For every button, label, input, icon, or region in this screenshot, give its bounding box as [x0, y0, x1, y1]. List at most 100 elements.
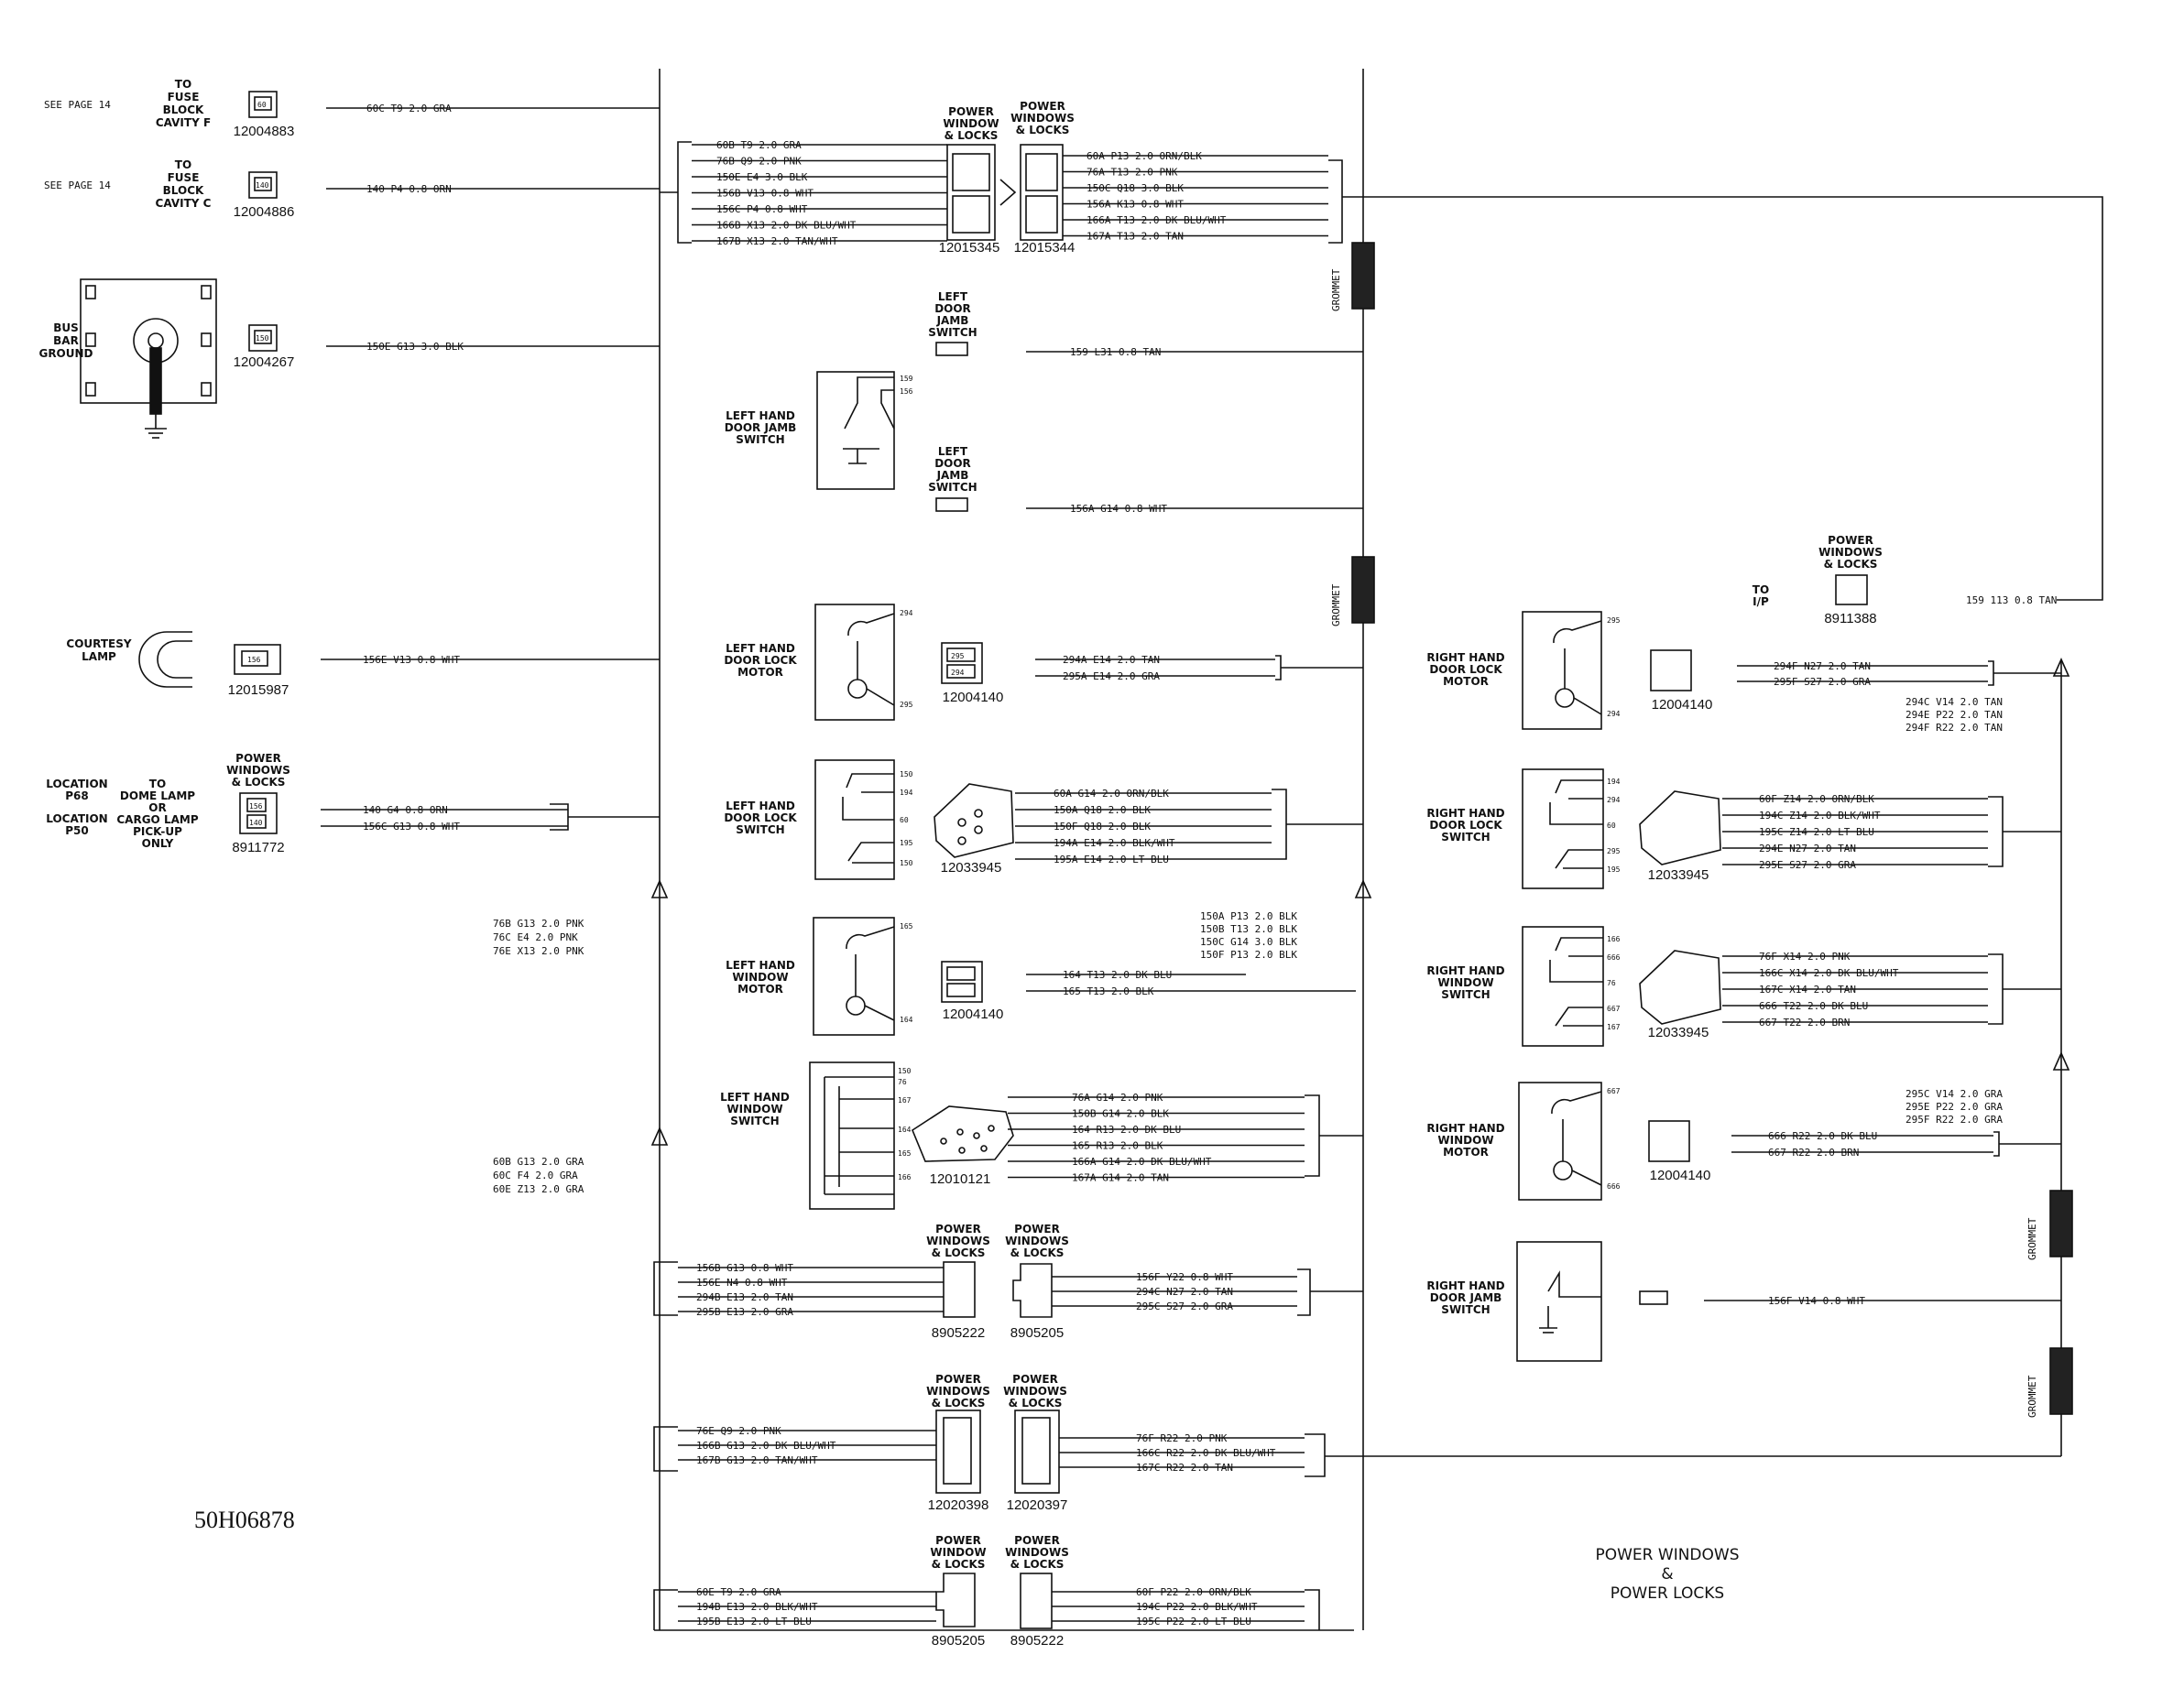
- ip-connector: TO I/P POWER WINDOWS & LOCKS 8911388 159…: [1753, 534, 2058, 626]
- comp-label: SWITCH: [736, 433, 784, 446]
- conn-label: WINDOW: [943, 117, 999, 130]
- pin-number: 195: [1607, 865, 1621, 874]
- circuit-label: 76E Q9 2.0 PNK: [696, 1425, 781, 1437]
- pin-number: 159: [900, 375, 913, 383]
- connector-8905222: [1020, 1573, 1053, 1629]
- comp-label: DOOR JAMB: [1430, 1291, 1502, 1304]
- conn-label: & LOCKS: [932, 1246, 986, 1259]
- pin-number: 76: [1607, 979, 1616, 987]
- circuit-label: 166C R22 2.0 DK BLU/WHT: [1136, 1447, 1276, 1459]
- grommet-label: GROMMET: [1330, 268, 1342, 311]
- comp-label: RIGHT HAND: [1426, 807, 1504, 820]
- connector-cavity: [946, 966, 976, 981]
- pin-number: 294: [1607, 796, 1621, 804]
- splice-left-upper: 76B G13 2.0 PNK 76C E4 2.0 PNK 76E X13 2…: [493, 879, 669, 957]
- circuit-label: 150E G13 3.0 BLK: [366, 341, 464, 353]
- connector-12004140: [941, 642, 983, 684]
- splice-label: 60E Z13 2.0 GRA: [493, 1183, 584, 1195]
- connector-inner: [952, 153, 990, 191]
- circuit-label: 295E S27 2.0 GRA: [1759, 859, 1856, 871]
- pin-number: 164: [898, 1126, 912, 1134]
- bus-bar-block: [80, 278, 217, 404]
- connector-12004140: [1648, 1120, 1690, 1162]
- terminal: [980, 1145, 988, 1152]
- circuit-label: 167C X14 2.0 TAN: [1759, 984, 1856, 996]
- motor-lead: [866, 688, 895, 706]
- diagram-title: POWER WINDOWS: [1595, 1546, 1739, 1564]
- connector-cavity: [246, 814, 267, 829]
- comp-label: RIGHT HAND: [1426, 1122, 1504, 1135]
- circuit-label: 164 T13 2.0 DK BLU: [1063, 969, 1172, 981]
- connector-12033945: [934, 783, 1014, 858]
- splice-triangle: [650, 879, 669, 898]
- splice-label: 60B G13 2.0 GRA: [493, 1156, 584, 1168]
- circuit-label: 60A P13 2.0 ORN/BLK: [1087, 150, 1202, 162]
- bus-bar-pin: [201, 285, 212, 299]
- conn-label: WINDOWS: [1005, 1235, 1069, 1247]
- circuit-label: 295C S27 2.0 GRA: [1136, 1301, 1233, 1312]
- ldj-lower: LEFT DOOR JAMB SWITCH 156A G14 0.8 WHT: [928, 445, 1363, 515]
- circuit-label: 294B E13 2.0 TAN: [696, 1291, 793, 1303]
- circuit-label: 150E E4 3.0 BLK: [716, 171, 808, 183]
- conn-label: JAMB: [936, 314, 969, 327]
- terminal: [974, 825, 983, 834]
- pin-number: 194: [1607, 778, 1621, 786]
- conn-label: WINDOWS: [226, 764, 290, 777]
- terminal: [988, 1125, 995, 1132]
- dest-line: OR: [148, 801, 166, 814]
- circuit-label: 156C P4 0.8 WHT: [716, 203, 808, 215]
- circuit-label: 164 R13 2.0 DK BLU: [1072, 1124, 1181, 1136]
- comp-label: DOOR LOCK: [1429, 663, 1502, 676]
- connector-12020397: [1014, 1410, 1060, 1494]
- switch-contact: [880, 389, 895, 430]
- motor-symbol: [1555, 688, 1575, 708]
- diagram-title: &: [1661, 1565, 1673, 1584]
- circuit-label: 666 T22 2.0 DK BLU: [1759, 1000, 1868, 1012]
- circuit-label: 167C R22 2.0 TAN: [1136, 1462, 1233, 1474]
- circuit-label: 195B E13 2.0 LT BLU: [696, 1616, 812, 1627]
- bundle-bracket: [1305, 1433, 1326, 1477]
- circuit-label: 194C Z14 2.0 BLK/WHT: [1759, 810, 1881, 822]
- motor-lead: [1573, 697, 1602, 715]
- connector-cavity: [254, 177, 272, 191]
- conn-label: WINDOWS: [926, 1235, 990, 1247]
- circuit-label: 156B V13 0.8 WHT: [716, 188, 814, 200]
- conn-label: LEFT: [938, 290, 968, 303]
- cavity-number: 60: [257, 101, 267, 109]
- switch-contact: [1547, 1270, 1601, 1298]
- bus-bar-pin: [85, 382, 96, 397]
- location-line: P68: [65, 789, 89, 802]
- pin-number: 164: [900, 1016, 913, 1024]
- splice-triangle: [2052, 1051, 2070, 1071]
- motor-lead: [1571, 1170, 1602, 1186]
- splice-triangle: [2052, 658, 2070, 677]
- splice-bracket: [1993, 1131, 2000, 1157]
- motor-body: [813, 917, 895, 1036]
- splice-label: 60C F4 2.0 GRA: [493, 1170, 578, 1181]
- conn-label: POWER: [1014, 1223, 1060, 1235]
- cavity-number: 295: [951, 652, 965, 660]
- connector-cavity: [946, 648, 976, 662]
- part-number: 12033945: [941, 860, 1002, 876]
- conn-label: DOOR: [934, 457, 971, 470]
- splice-label: 295E P22 2.0 GRA: [1906, 1101, 2003, 1113]
- pin-number: 76: [898, 1078, 907, 1086]
- comp-label: LEFT HAND: [720, 1091, 790, 1104]
- switch-contact: [844, 376, 894, 430]
- connector-shell: [248, 171, 278, 199]
- circuit-label: 294A E14 2.0 TAN: [1063, 654, 1160, 666]
- circuit-label: 194C P22 2.0 BLK/WHT: [1136, 1601, 1258, 1613]
- splice-label: 150B T13 2.0 BLK: [1200, 923, 1297, 935]
- comp-label: SWITCH: [1441, 831, 1490, 844]
- part-number: 12004883: [234, 124, 295, 139]
- comp-label: WINDOW: [732, 971, 788, 984]
- part-number: 12004140: [1652, 697, 1713, 713]
- part-number: 12033945: [1648, 867, 1709, 883]
- connector-shell: [248, 324, 278, 352]
- splice-triangle: [650, 1127, 669, 1146]
- switch-body: [1516, 1241, 1602, 1362]
- conn-label: POWER: [935, 1223, 981, 1235]
- circuit-label: 294E N27 2.0 TAN: [1759, 843, 1856, 854]
- connector-8911388: [1835, 574, 1868, 605]
